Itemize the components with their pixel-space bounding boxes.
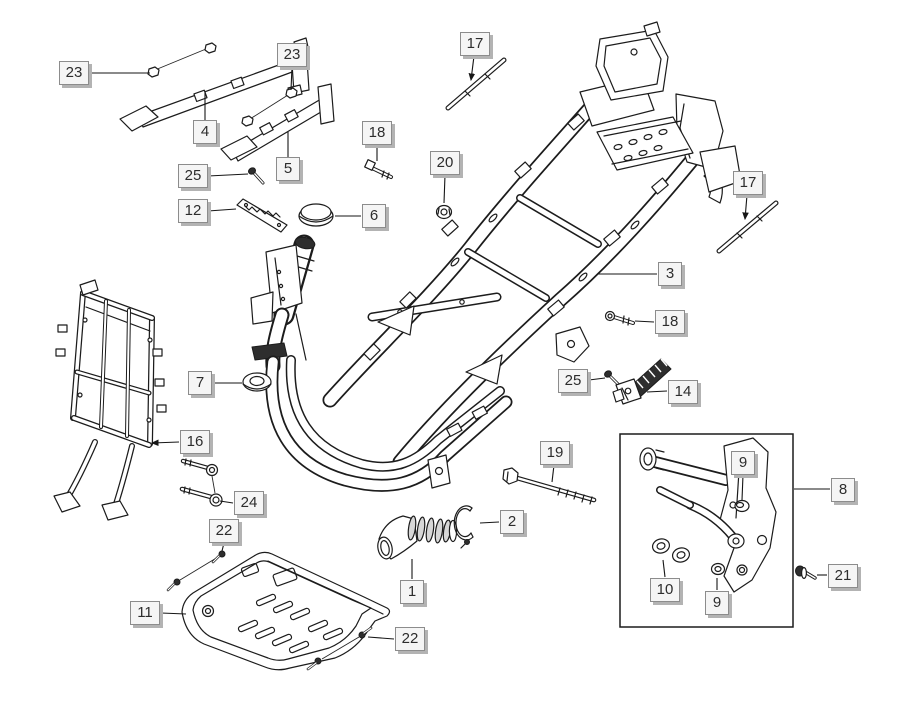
callout-12[interactable]: 12	[178, 199, 208, 223]
callout-18-a[interactable]: 18	[362, 121, 392, 145]
ring-7-drawing	[242, 372, 272, 392]
callout-2[interactable]: 2	[500, 510, 524, 534]
callout-3[interactable]: 3	[658, 262, 682, 286]
detail-box-8	[619, 433, 794, 628]
bolt-19-drawing	[502, 467, 597, 505]
bolt-18b-drawing	[604, 310, 635, 326]
callout-9-a[interactable]: 9	[731, 451, 755, 475]
callout-14[interactable]: 14	[668, 380, 698, 404]
strip-12-drawing	[236, 198, 288, 233]
leader-lines	[89, 55, 830, 640]
clamp-2-drawing	[453, 505, 474, 549]
floor-panel-drawing	[181, 551, 391, 671]
callout-22-b[interactable]: 22	[395, 627, 425, 651]
screw-25a-drawing	[248, 167, 265, 185]
callout-23-a[interactable]: 23	[59, 61, 89, 85]
stud-rod-17a-drawing	[445, 57, 507, 111]
callout-5[interactable]: 5	[276, 157, 300, 181]
pivot-14-drawing	[612, 358, 672, 405]
callout-25-a[interactable]: 25	[178, 164, 208, 188]
callout-17-b[interactable]: 17	[733, 171, 763, 195]
cap-6-drawing	[298, 203, 334, 227]
callout-25-b[interactable]: 25	[558, 369, 588, 393]
callout-6[interactable]: 6	[362, 204, 386, 228]
callout-24[interactable]: 24	[234, 491, 264, 515]
frame-part-drawing	[250, 21, 742, 492]
callout-10[interactable]: 10	[650, 578, 680, 602]
callout-20[interactable]: 20	[430, 151, 460, 175]
callout-11[interactable]: 11	[130, 601, 160, 625]
bolts-24-drawing	[179, 458, 223, 507]
callout-8[interactable]: 8	[831, 478, 855, 502]
callout-4[interactable]: 4	[193, 120, 217, 144]
callout-17-a[interactable]: 17	[460, 32, 490, 56]
callout-22-a[interactable]: 22	[209, 519, 239, 543]
duct-1-drawing	[377, 515, 458, 560]
screw-25b-drawing	[604, 370, 622, 388]
callout-1[interactable]: 1	[400, 580, 424, 604]
bolt-18a-drawing	[364, 159, 393, 180]
bracket-5-drawing	[220, 83, 335, 162]
callout-16[interactable]: 16	[180, 430, 210, 454]
callout-19[interactable]: 19	[540, 441, 570, 465]
callout-21[interactable]: 21	[828, 564, 858, 588]
callout-18-b[interactable]: 18	[655, 310, 685, 334]
subframe-part-drawing	[53, 279, 167, 521]
screws-22b-drawing	[306, 626, 373, 671]
nut-20-drawing	[435, 204, 453, 220]
bolt-21-drawing	[795, 565, 817, 580]
callout-23-b[interactable]: 23	[277, 43, 307, 67]
callout-9-b[interactable]: 9	[705, 591, 729, 615]
stud-rod-17b-drawing	[716, 200, 779, 254]
callout-7[interactable]: 7	[188, 371, 212, 395]
